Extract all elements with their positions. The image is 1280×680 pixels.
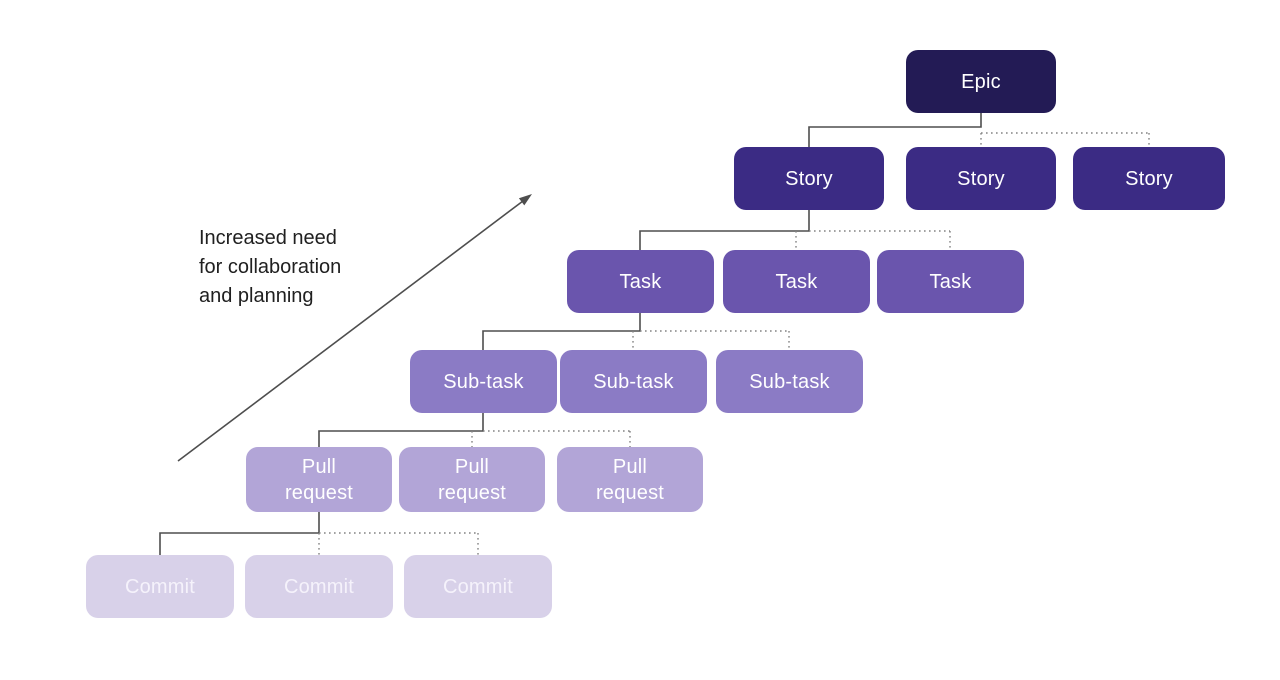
annotation-line: for collaboration [199,256,342,278]
node-pullrequest-2: Pull request [399,447,545,512]
connector-story-task-dotted [795,230,951,250]
node-story-label: Story [957,167,1005,190]
connector-subtask-pullrequest-solid [318,413,484,447]
node-subtask-3: Sub-task [716,350,863,413]
dotted-rail-commit [318,532,479,555]
annotation-line: Increased need [199,227,337,249]
dotted-rail-subtask [632,330,790,350]
node-story-1: Story [734,147,884,210]
annotation-line: and planning [199,285,314,307]
node-task-label: Task [775,270,818,293]
connector-subtask-pullrequest-dotted [471,430,631,447]
connector-epic-story-dotted [980,132,1150,147]
node-pullrequest-label: Pull request [595,455,665,504]
node-story-label: Story [1125,167,1173,190]
node-epic: Epic [906,50,1056,113]
dotted-rail-story [980,132,1150,147]
node-task-label: Task [619,270,662,293]
node-subtask-1: Sub-task [410,350,557,413]
node-story-3: Story [1073,147,1225,210]
node-story-2: Story [906,147,1056,210]
node-subtask-2: Sub-task [560,350,707,413]
node-pullrequest-3: Pull request [557,447,703,512]
node-subtask-label: Sub-task [443,370,524,393]
node-task-label: Task [929,270,972,293]
node-pullrequest-1: Pull request [246,447,392,512]
node-commit-label: Commit [442,575,514,598]
node-epic-label: Epic [961,70,1001,93]
node-pullrequest-label: Pull request [437,455,507,504]
connector-story-task-solid [639,210,810,250]
dotted-rail-task [795,230,951,250]
connector-epic-story-solid [808,113,982,147]
node-subtask-label: Sub-task [593,370,674,393]
node-task-1: Task [567,250,714,313]
connector-task-subtask-solid [482,313,641,350]
node-commit-1: Commit [86,555,234,618]
increase-arrow-head [518,194,532,206]
node-task-2: Task [723,250,870,313]
connector-pullrequest-commit-dotted [318,532,479,555]
node-story-label: Story [785,167,833,190]
annotation-increased-need: Increased need for collaboration and pla… [199,224,341,311]
connector-task-subtask-dotted [632,330,790,350]
node-pullrequest-label: Pull request [284,455,354,504]
node-commit-label: Commit [283,575,355,598]
node-commit-2: Commit [245,555,393,618]
connector-pullrequest-commit-solid [159,512,320,555]
node-subtask-label: Sub-task [749,370,830,393]
node-task-3: Task [877,250,1024,313]
dotted-rail-pullrequest [471,430,631,447]
node-commit-3: Commit [404,555,552,618]
node-commit-label: Commit [124,575,196,598]
